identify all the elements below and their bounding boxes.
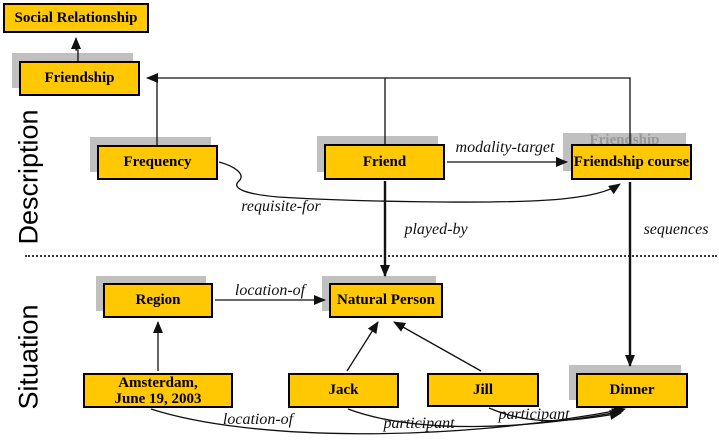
relation-label-location-of-top: location-of	[234, 282, 306, 299]
amsterdam-line2: June 19, 2003	[114, 390, 202, 407]
node-amsterdam-june-19-2003: Amsterdam, June 19, 2003	[83, 373, 233, 408]
relation-label-played-by: played-by	[404, 221, 468, 238]
edge-participant-jill-dinner	[488, 407, 622, 422]
node-jack: Jack	[288, 373, 399, 408]
relation-label-modality-target: modality-target	[455, 139, 555, 156]
section-divider-dotted-line	[25, 255, 717, 257]
relation-label-participant-jack: participant	[383, 415, 455, 432]
edge-requisite-for	[218, 161, 621, 203]
node-region: Region	[103, 283, 213, 318]
edge-participant-jack-dinner	[347, 408, 624, 428]
edge-jill-to-natural-person	[393, 321, 482, 372]
relation-label-requisite-for: requisite-for	[241, 198, 321, 215]
edge-friendship-course-to-friendship	[146, 73, 631, 146]
section-label-description: Description	[13, 109, 44, 245]
relation-label-participant-jill: participant	[498, 406, 570, 423]
node-dinner: Dinner	[576, 373, 688, 408]
edge-friendship-to-social-relationship	[71, 37, 81, 61]
edge-jack-to-natural-person	[346, 321, 379, 372]
node-friend: Friend	[324, 144, 445, 180]
amsterdam-line1: Amsterdam,	[118, 374, 198, 391]
node-jill: Jill	[427, 373, 539, 407]
node-natural-person: Natural Person	[329, 283, 443, 318]
node-friendship-course: Friendship course	[571, 144, 692, 180]
node-social-relationship: Social Relationship	[3, 3, 149, 33]
relation-label-location-of-bottom: location-of	[222, 411, 294, 428]
section-label-situation: Situation	[13, 304, 44, 410]
relation-label-sequences: sequences	[643, 221, 709, 238]
node-friendship: Friendship	[19, 61, 140, 96]
node-frequency: Frequency	[97, 145, 218, 180]
